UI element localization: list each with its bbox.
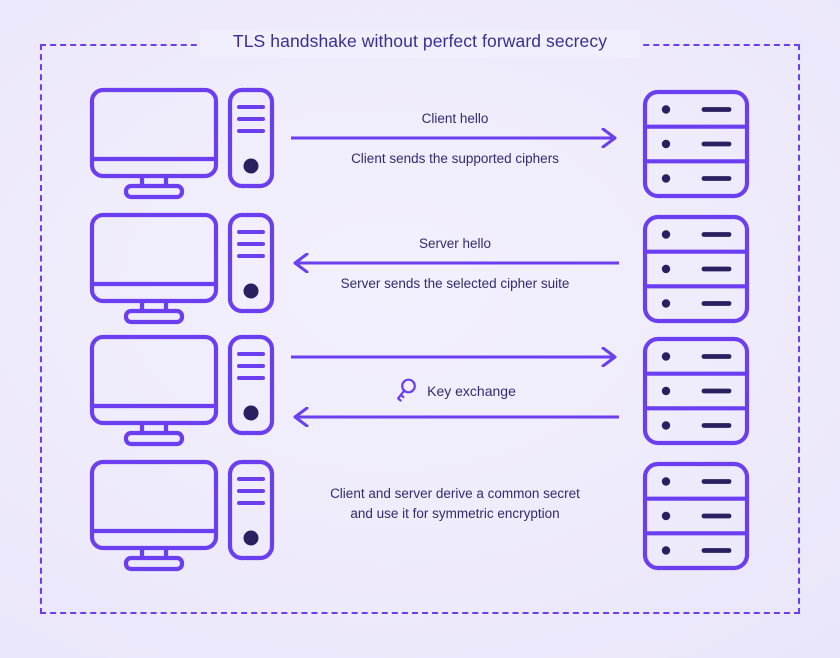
message-server-hello: Server hello Server sends the selected c… [290, 211, 620, 326]
arrow-right-icon [291, 128, 617, 148]
desktop-computer-icon [89, 459, 275, 572]
server-rack-icon [642, 214, 750, 324]
sequence-row-server-hello: Server hello Server sends the selected c… [0, 211, 840, 331]
arrow-right-icon [291, 347, 617, 367]
key-exchange-label-group: Key exchange [290, 378, 620, 404]
arrow-left-icon [293, 253, 619, 273]
message-label-bottom: Client sends the supported ciphers [351, 151, 559, 166]
arrow-right [290, 128, 620, 148]
sequence-row-key-exchange: Key exchange [0, 333, 840, 453]
server-icon-group [641, 88, 751, 200]
title-backdrop [200, 30, 640, 58]
derive-secret-line-2: and use it for symmetric encryption [350, 506, 560, 521]
arrow-left [290, 253, 620, 273]
sequence-row-derive-secret: Client and server derive a common secret… [0, 458, 840, 578]
message-label-top: Client hello [421, 111, 489, 126]
message-label-bottom: Server sends the selected cipher suite [340, 276, 570, 291]
sequence-row-client-hello: Client hello Client sends the supported … [0, 86, 840, 206]
derive-secret-text: Client and server derive a common secret… [290, 484, 620, 524]
client-icon-group [88, 333, 275, 448]
server-icon-group [641, 460, 751, 572]
derive-secret-line-1: Client and server derive a common secret [330, 486, 580, 501]
key-icon [397, 378, 417, 402]
desktop-computer-icon [89, 87, 275, 200]
key-exchange-label: Key exchange [427, 383, 516, 399]
message-derive-secret: Client and server derive a common secret… [290, 458, 620, 573]
desktop-computer-icon [89, 212, 275, 325]
client-icon-group [88, 458, 275, 573]
message-label-top: Server hello [418, 236, 492, 251]
client-icon-group [88, 211, 275, 326]
client-icon-group [88, 86, 275, 201]
desktop-computer-icon [89, 334, 275, 447]
diagram-title: TLS handshake without perfect forward se… [232, 31, 608, 51]
message-key-exchange: Key exchange [290, 333, 620, 448]
server-icon-group [641, 213, 751, 325]
arrow-left-icon [293, 407, 619, 427]
arrow-right [290, 347, 620, 367]
server-rack-icon [642, 461, 750, 571]
message-client-hello: Client hello Client sends the supported … [290, 86, 620, 201]
server-rack-icon [642, 89, 750, 199]
arrow-left [290, 407, 620, 427]
server-rack-icon [642, 336, 750, 446]
server-icon-group [641, 335, 751, 447]
